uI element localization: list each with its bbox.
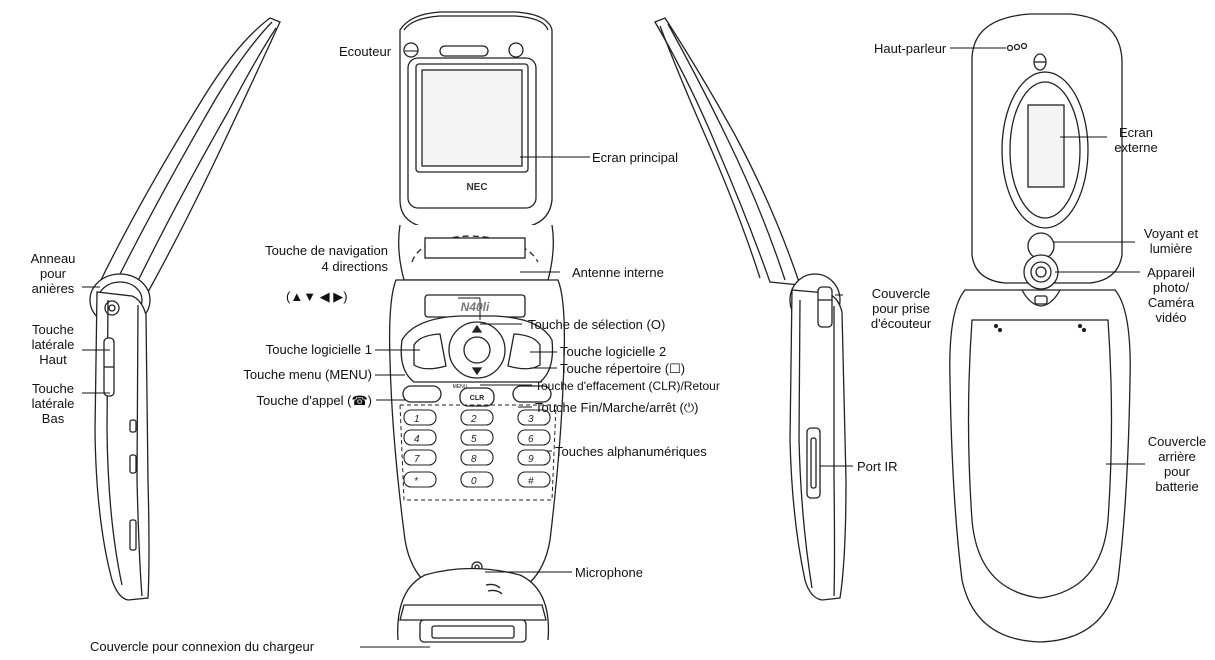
bottom-view (397, 567, 550, 643)
right-side-view (654, 17, 847, 601)
keypad-key-8 (460, 449, 494, 466)
label-port-ir: Port IR (857, 459, 898, 474)
label-anneau: Anneau pour anières (30, 251, 76, 296)
label-selection: Touche de sélection (O) (528, 317, 666, 332)
back-view (949, 13, 1131, 643)
left-side-view (89, 17, 281, 601)
clr-key-text: CLR (470, 395, 484, 402)
label-nav-3: (▲▼ ◀ ▶) (286, 289, 348, 304)
label-ecran-principal: Ecran principal (592, 150, 678, 165)
keypad-key-3 (517, 409, 551, 426)
keypad-key-label: 8 (471, 454, 477, 465)
brand-logo: NEC (466, 182, 487, 193)
model-name: N40li (461, 300, 490, 314)
keypad-key-1 (403, 409, 437, 426)
keypad-key-9 (517, 449, 551, 466)
keypad-key-label: 9 (528, 454, 534, 465)
label-ecran-externe: Ecran externe (1114, 125, 1158, 155)
keypad-key-5 (460, 429, 494, 446)
label-effacement: Touche d'effacement (CLR)/Retour (535, 379, 720, 393)
keypad-key-2 (460, 409, 494, 426)
keypad-key-label: 6 (528, 434, 534, 445)
label-appareil-photo: Appareil photo/ Caméra vidéo (1147, 265, 1195, 325)
keypad-key-label: 4 (414, 434, 420, 445)
keypad-key-6 (517, 429, 551, 446)
label-laterale-haut: Touche latérale Haut (31, 322, 75, 367)
keypad-key-label: 7 (414, 454, 420, 465)
keypad-key-label: * (414, 476, 419, 487)
keypad-key-label: 3 (528, 414, 534, 425)
label-voyant: Voyant et lumière (1143, 226, 1199, 256)
label-repertoire: Touche répertoire (☐) (560, 361, 686, 376)
keypad-key-11 (460, 471, 494, 488)
label-microphone: Microphone (575, 565, 643, 580)
label-alphanumeriques: Touches alphanumériques (555, 444, 707, 459)
keypad-key-label: 5 (471, 434, 477, 445)
label-couvercle-ecouteur: Couvercle pour prise d'écouteur (870, 286, 932, 331)
label-couvercle-arriere: Couvercle arrière pour batterie (1147, 434, 1207, 494)
keypad: 1 2 3 4 5 6 7 8 9 * 0 # (403, 409, 551, 488)
label-ecouteur: Ecouteur (339, 44, 392, 59)
keypad-key-label: 1 (414, 414, 420, 425)
label-antenne: Antenne interne (572, 265, 664, 280)
label-touche-menu: Touche menu (MENU) (243, 367, 372, 382)
keypad-key-label: 0 (471, 476, 477, 487)
menu-key-text: MENU (453, 384, 468, 390)
label-logicielle2: Touche logicielle 2 (560, 344, 667, 359)
label-appel: Touche d'appel (☎) (256, 393, 372, 408)
label-fin: Touche Fin/Marche/arrêt (⏻) (535, 400, 699, 415)
keypad-key-label: # (528, 476, 534, 487)
keypad-key-10 (403, 471, 437, 488)
keypad-key-12 (517, 471, 551, 488)
keypad-key-4 (403, 429, 437, 446)
label-nav-2: 4 directions (321, 259, 388, 274)
keypad-key-7 (403, 449, 437, 466)
label-nav-1: Touche de navigation (265, 243, 388, 258)
label-laterale-bas: Touche latérale Bas (31, 381, 75, 426)
label-haut-parleur: Haut-parleur (874, 41, 947, 56)
keypad-key-label: 2 (470, 414, 477, 425)
label-logicielle1: Touche logicielle 1 (265, 342, 372, 357)
leader-lines (82, 47, 1145, 648)
label-chargeur: Couvercle pour connexion du chargeur (90, 639, 315, 654)
